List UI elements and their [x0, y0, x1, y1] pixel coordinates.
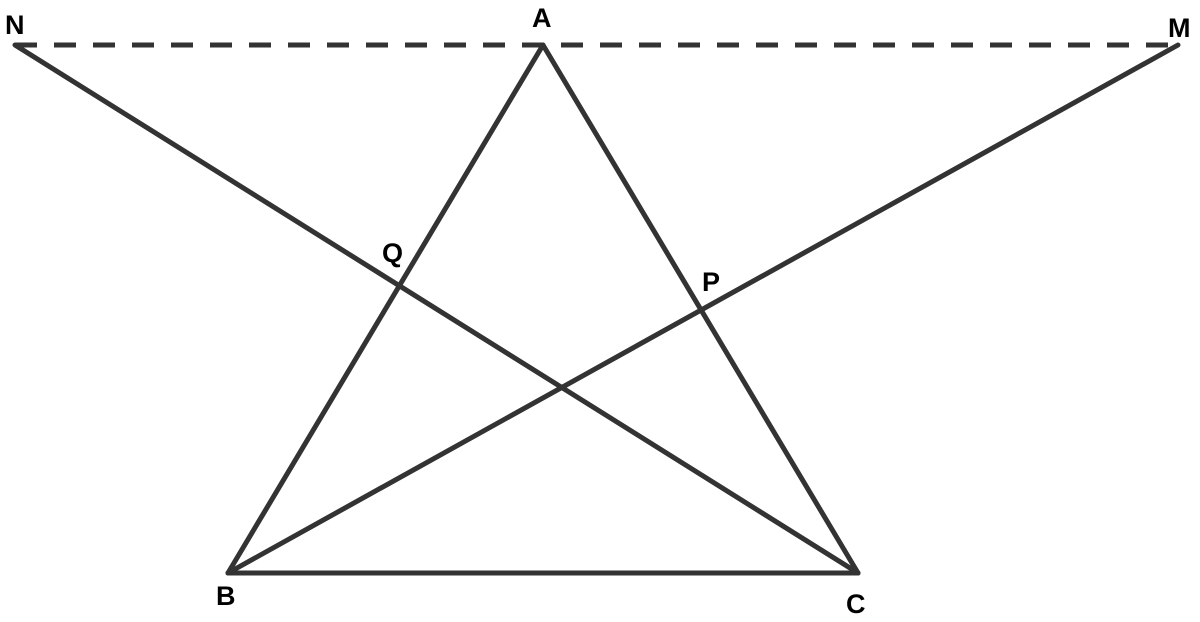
label-N: N: [5, 10, 25, 40]
label-P: P: [702, 267, 720, 297]
label-C: C: [846, 589, 866, 619]
label-B: B: [216, 581, 236, 611]
label-A: A: [532, 3, 552, 33]
segment-NC: [12, 42, 861, 576]
segment-MB: [225, 42, 1181, 576]
label-M: M: [1168, 13, 1191, 43]
segment-AB: [225, 42, 546, 576]
label-Q: Q: [382, 238, 403, 268]
